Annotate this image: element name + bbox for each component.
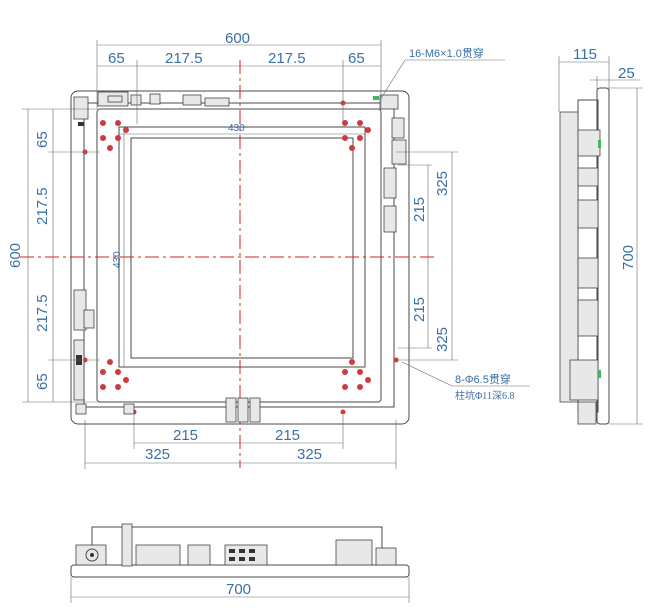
- dim-side-700: 700: [620, 245, 637, 270]
- dim-top-217-right: 217.5: [268, 50, 306, 67]
- hole-group-bottom-left: [100, 359, 129, 390]
- dim-side-115: 115: [573, 46, 597, 63]
- dim-top-65-right: 65: [348, 50, 365, 67]
- bottom-view: 700: [70, 523, 410, 603]
- dim-side-25: 25: [618, 65, 635, 82]
- dim-top-217-left: 217.5: [165, 50, 203, 67]
- dim-left-217-top: 217.5: [34, 187, 51, 225]
- thread-note: 16-M6×1.0贯穿: [409, 46, 484, 60]
- dim-bottom-view-700: 700: [226, 581, 251, 598]
- bottom-plate: [70, 564, 410, 578]
- left-components: [73, 289, 95, 415]
- top-components: [73, 91, 230, 126]
- dim-right-325-bottom: 325: [434, 327, 451, 352]
- dim-inner-430-v: 430: [112, 251, 123, 268]
- dim-bottom-215-left: 215: [173, 427, 198, 444]
- dim-bottom-325-left: 325: [145, 446, 170, 463]
- dim-left-65-bottom: 65: [34, 373, 51, 390]
- dim-right-215-bottom: 215: [411, 297, 428, 322]
- hole-group-top-left: [100, 120, 129, 151]
- dim-top-65-left: 65: [108, 50, 125, 67]
- side-plate: [596, 87, 610, 425]
- inner-window-inset: [130, 137, 354, 359]
- hole-group-bottom-right: [342, 359, 371, 390]
- front-view: 600 65 217.5 217.5 65 16-M6×1.0贯穿 600 65…: [7, 30, 530, 469]
- hole-group-top-right: [342, 120, 371, 151]
- dim-bottom-325-right: 325: [297, 446, 322, 463]
- dim-left-600: 600: [7, 243, 24, 268]
- side-view: 115 25 700: [558, 46, 643, 425]
- right-components: [373, 94, 407, 233]
- dim-inner-430-h: 430: [228, 123, 245, 134]
- hole-note-line1: 8-Φ6.5贯穿: [455, 372, 511, 386]
- hole-note-line2: 柱坑Φ11深6.8: [455, 389, 514, 402]
- dim-left-217-bottom: 217.5: [34, 294, 51, 332]
- bottom-components: [123, 397, 261, 423]
- dim-bottom-215-right: 215: [275, 427, 300, 444]
- inner-window-430: [118, 126, 366, 368]
- dim-right-215-top: 215: [411, 197, 428, 222]
- dim-top-overall: 600: [225, 30, 250, 47]
- dim-left-65-top: 65: [34, 131, 51, 148]
- dim-right-325-top: 325: [434, 171, 451, 196]
